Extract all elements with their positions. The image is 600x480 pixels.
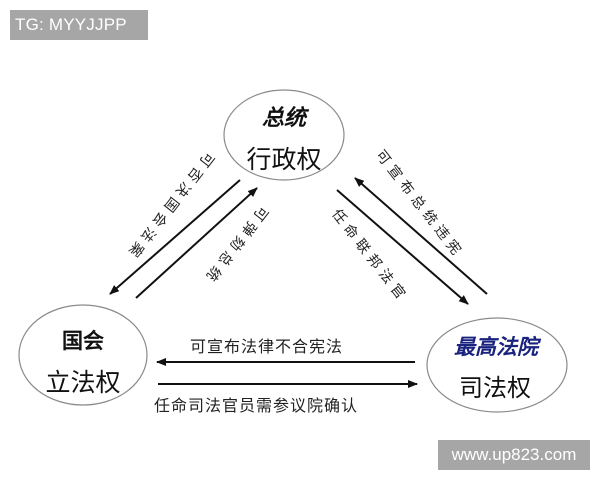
judicial-ellipse [426, 317, 568, 413]
executive-subtitle: 行政权 [246, 145, 322, 174]
watermark-top-left: TG: MYYJJPP [10, 10, 148, 40]
arrow-appoint-judges [336, 189, 469, 305]
label-law-unconstitutional: 可宣布法律不合宪法 [190, 337, 344, 356]
legislative-subtitle: 立法权 [45, 368, 121, 397]
legislative-title: 国会 [62, 328, 104, 353]
arrow-veto [109, 179, 241, 295]
watermark-bottom-right: www.up823.com [438, 440, 590, 470]
judicial-title: 最高法院 [454, 334, 538, 359]
executive-ellipse [223, 89, 345, 181]
label-senate-confirmation: 任命司法官员需参议院确认 [154, 396, 359, 415]
legislative-ellipse [18, 304, 148, 406]
executive-title: 总统 [261, 105, 306, 131]
arrow-unconstitutional-president [354, 177, 488, 295]
judicial-subtitle: 司法权 [459, 374, 531, 402]
arrow-impeach [135, 187, 258, 299]
